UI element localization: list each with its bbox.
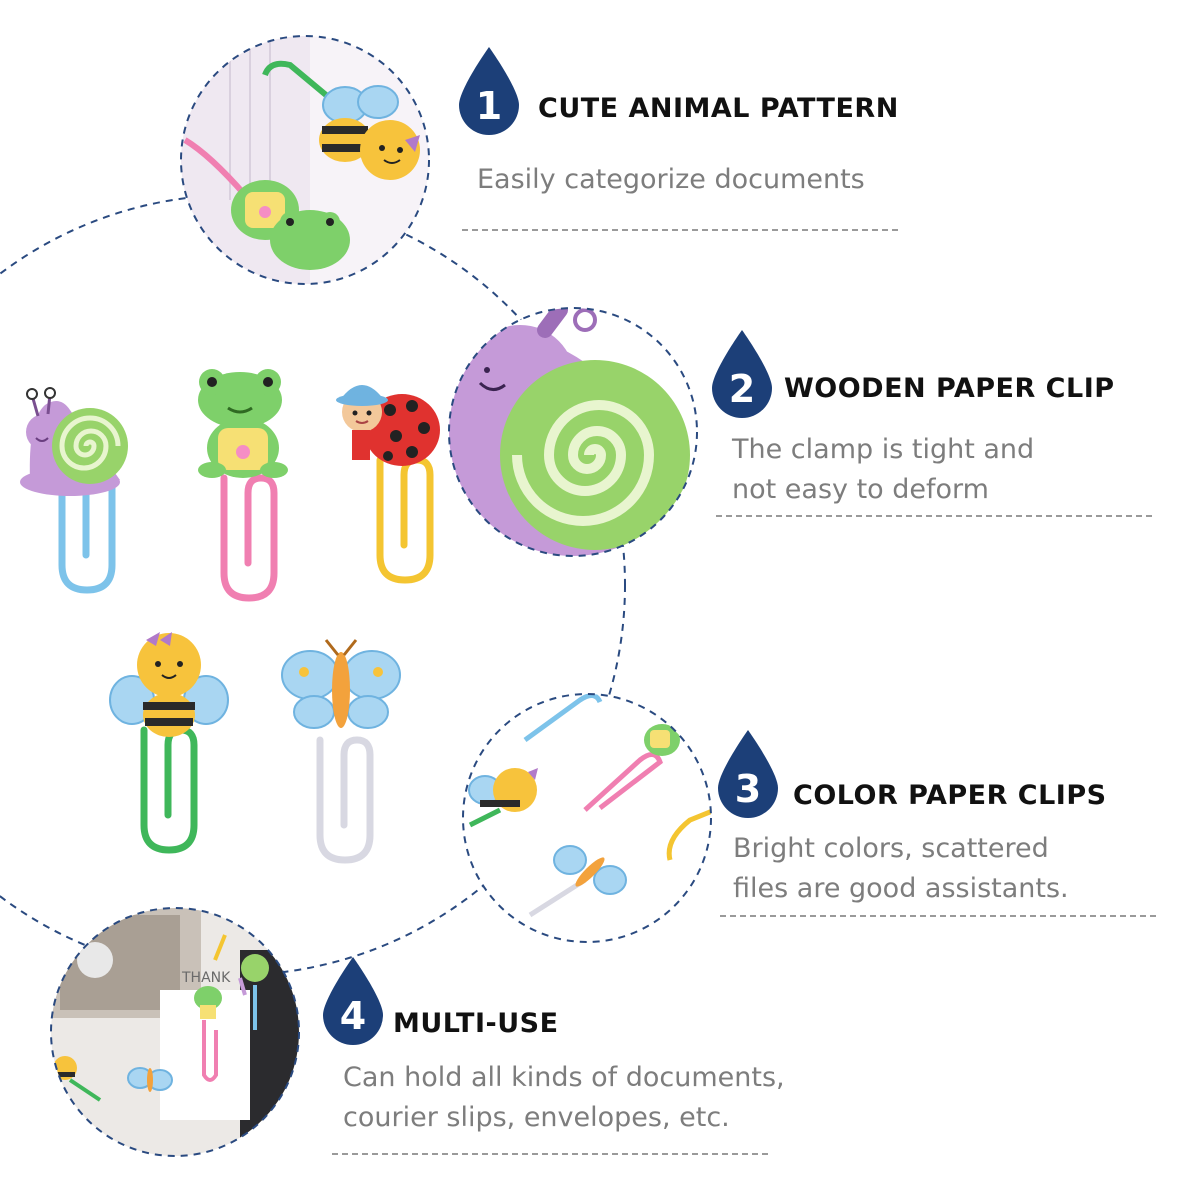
svg-text:2: 2 xyxy=(729,367,755,411)
detail-photo-color-clips xyxy=(462,693,712,943)
ladybug-clip-icon xyxy=(336,385,440,580)
feature-3-divider xyxy=(720,915,1156,917)
water-drop-icon: 2 xyxy=(712,330,772,418)
detail-photo-wooden-clip xyxy=(448,307,698,557)
water-drop-icon: 1 xyxy=(459,47,519,135)
feature-2-description: The clamp is tight and not easy to defor… xyxy=(732,434,1035,505)
feature-4-description: Can hold all kinds of documents, courier… xyxy=(343,1062,785,1133)
detail-photo-multi-use: THANK xyxy=(50,907,300,1157)
thank-card-text: THANK xyxy=(181,970,231,986)
feature-1-divider xyxy=(462,229,898,231)
water-drop-icon: 4 xyxy=(323,957,383,1045)
feature-2-divider xyxy=(716,515,1152,517)
snail-clip-icon xyxy=(20,387,128,590)
frog-clip-icon xyxy=(198,369,288,598)
feature-3-title: COLOR PAPER CLIPS xyxy=(793,780,1107,811)
feature-2-title: WOODEN PAPER CLIP xyxy=(784,373,1115,404)
svg-text:3: 3 xyxy=(735,767,761,811)
water-drop-icon: 3 xyxy=(718,730,778,818)
feature-4-title: MULTI-USE xyxy=(393,1008,559,1039)
svg-text:1: 1 xyxy=(476,84,502,128)
butterfly-clip-icon xyxy=(281,639,401,860)
feature-1-title: CUTE ANIMAL PATTERN xyxy=(538,93,899,124)
svg-text:4: 4 xyxy=(340,994,366,1038)
feature-3-description: Bright colors, scattered files are good … xyxy=(733,833,1069,904)
bee-clip-icon xyxy=(109,632,229,850)
feature-1-description: Easily categorize documents xyxy=(477,164,865,195)
detail-photo-animal-pattern xyxy=(180,35,430,285)
feature-4-divider xyxy=(332,1153,768,1155)
